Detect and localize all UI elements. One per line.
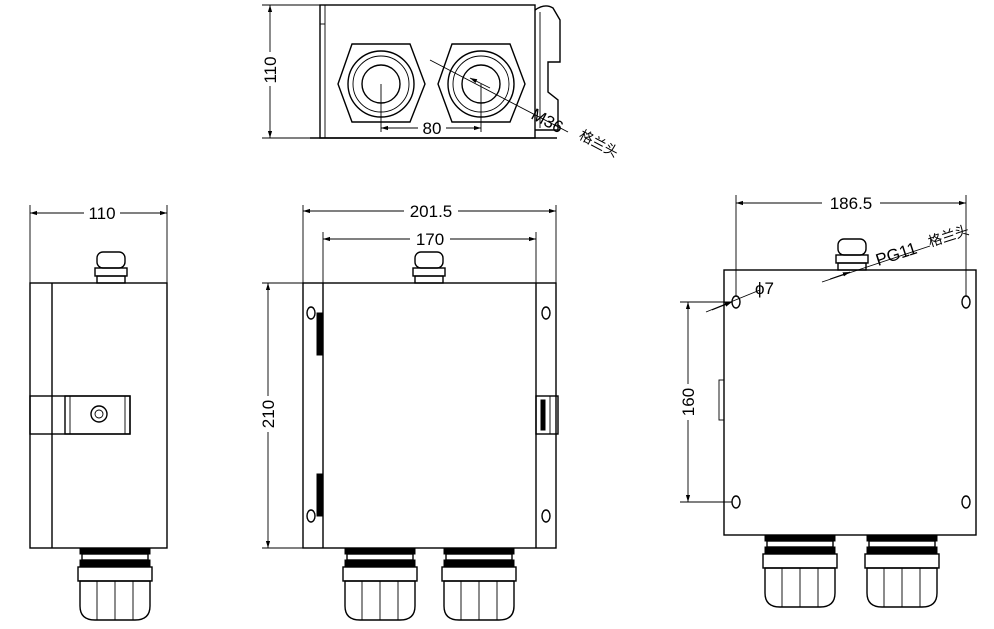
side-view: 110 <box>29 204 168 621</box>
top-gland-left <box>337 43 426 123</box>
gland-label-top: 格兰头 <box>576 127 621 161</box>
dim-front-width: 201.5 <box>410 202 453 221</box>
thread-label-m36: M36 <box>528 105 566 137</box>
dim-back-width: 186.5 <box>830 194 873 213</box>
dim-side-width: 110 <box>88 204 115 223</box>
top-view: 80 110 M36 格兰头 <box>261 4 621 161</box>
front-gland-right <box>441 547 517 621</box>
front-gland-left <box>342 547 418 621</box>
back-view: 186.5 160 ϕ7 PG11 格兰头 <box>679 194 977 608</box>
dim-front-inner-width: 170 <box>416 230 444 249</box>
gland-label-back: 格兰头 <box>926 223 971 251</box>
thread-label-pg11: PG11 <box>873 239 919 270</box>
dim-back-hole-spacing: 160 <box>679 388 698 416</box>
dim-top-spacing: 80 <box>423 119 442 138</box>
back-gland-right <box>864 534 940 608</box>
dim-top-height: 110 <box>261 56 280 83</box>
back-gland-left <box>762 534 838 608</box>
front-view: 201.5 170 210 <box>259 202 559 621</box>
dim-back-hole-dia: ϕ7 <box>755 279 774 298</box>
dim-front-height: 210 <box>259 400 278 428</box>
top-gland-right <box>437 43 526 123</box>
